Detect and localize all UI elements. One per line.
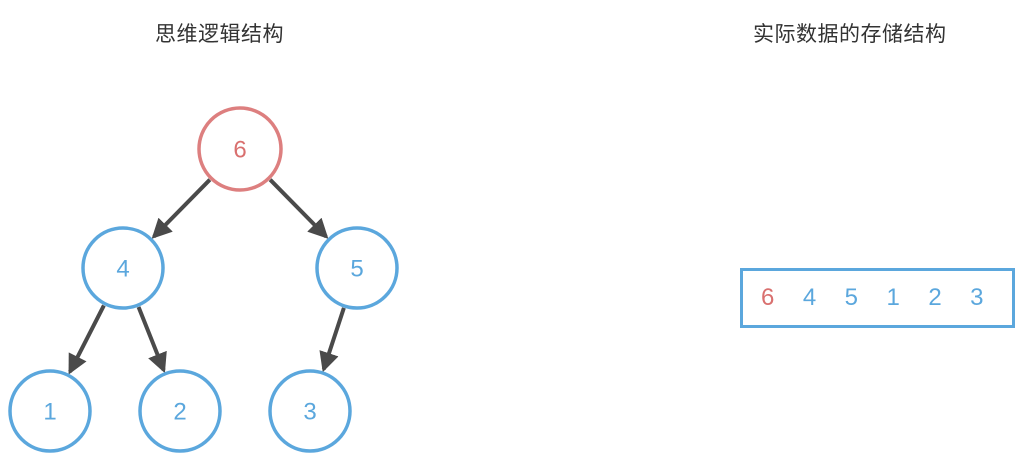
array-cell-5: 3 [970, 284, 984, 311]
array-cell-1: 4 [802, 284, 817, 311]
right-panel-title: 实际数据的存储结构 [753, 23, 947, 46]
node-label-3: 3 [303, 399, 316, 426]
tree-edge-n6-to-n4 [151, 178, 212, 239]
tree-edge-n4-to-n1 [68, 304, 106, 375]
tree-node-4[interactable]: 4 [81, 226, 165, 310]
array-cell-2: 5 [844, 284, 859, 311]
tree-node-layer: 6 4 5 1 2 3 [8, 106, 399, 453]
tree-edge-n4-to-n2 [136, 306, 167, 374]
node-circle-1 [8, 369, 92, 453]
tree-node-3[interactable]: 3 [268, 369, 352, 453]
node-label-6: 6 [233, 137, 246, 164]
tree-edge-n5-to-n3 [319, 307, 346, 373]
array-cell-3: 1 [886, 284, 900, 311]
node-circle-6 [197, 106, 283, 192]
tree-edge-n6-to-n5 [268, 178, 329, 239]
node-circle-3 [268, 369, 352, 453]
node-label-4: 4 [116, 256, 129, 283]
binary-tree-graphic: 6 4 5 1 2 3 [8, 106, 399, 453]
node-label-1: 1 [43, 399, 56, 426]
tree-node-1[interactable]: 1 [8, 369, 92, 453]
node-circle-5 [315, 226, 399, 310]
tree-edge-layer [68, 178, 346, 375]
tree-node-2[interactable]: 2 [138, 369, 222, 453]
tree-node-6[interactable]: 6 [197, 106, 283, 192]
tree-node-5[interactable]: 5 [315, 226, 399, 310]
left-panel-title: 思维逻辑结构 [155, 23, 284, 46]
node-circle-4 [81, 226, 165, 310]
array-cell-0: 6 [761, 284, 775, 311]
array-cell-4: 2 [928, 284, 942, 311]
node-label-5: 5 [350, 256, 363, 283]
node-circle-2 [138, 369, 222, 453]
node-label-2: 2 [173, 399, 186, 426]
